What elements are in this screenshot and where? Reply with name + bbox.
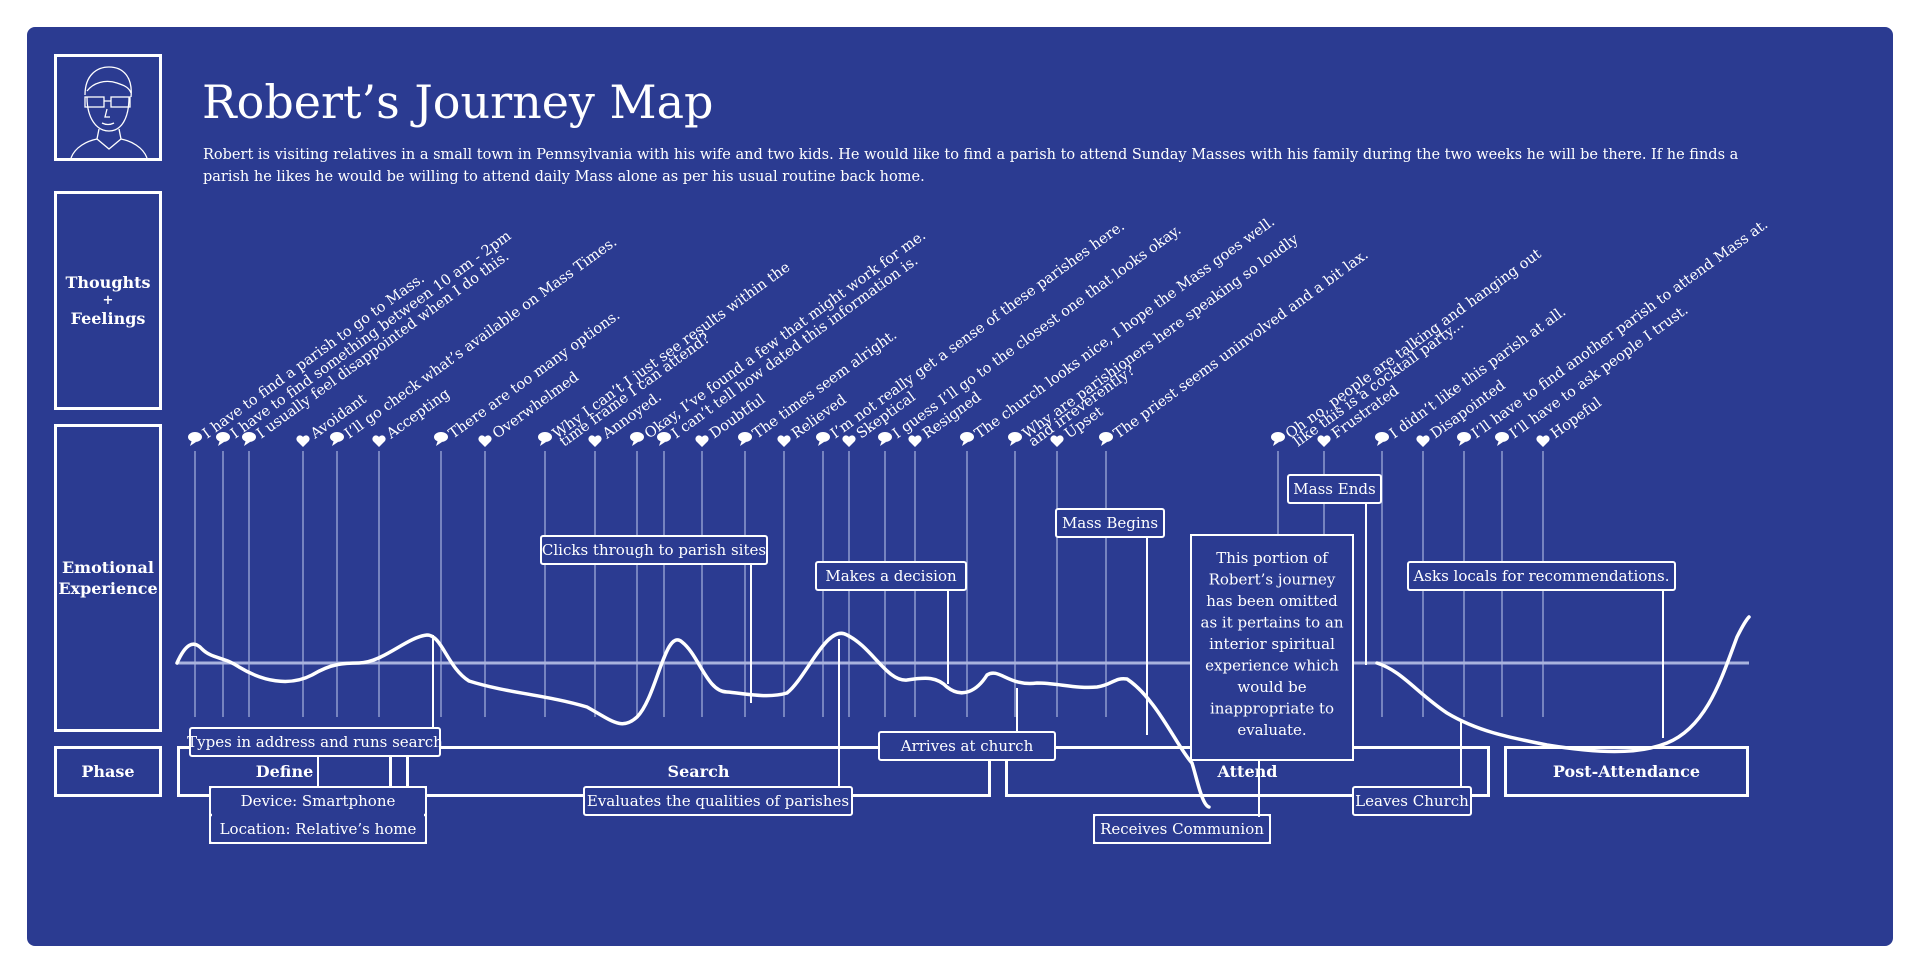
omitted-note-line: would be (1237, 678, 1306, 696)
journey-map-board: Robert’s Journey Map Robert is visiting … (27, 27, 1893, 946)
event-box-outline (1093, 814, 1271, 844)
avatar (54, 54, 162, 161)
event-label: Device: Smartphone (241, 792, 396, 810)
event-label: Mass Begins (1062, 514, 1158, 532)
speech-bubble-icon (878, 432, 892, 446)
row-header-line: Experience (58, 579, 158, 598)
page-title: Robert’s Journey Map (202, 75, 714, 129)
event-label: Types in address and runs search (187, 733, 443, 751)
phase-header-label: Phase (81, 762, 135, 781)
row-header-line: Emotional (61, 558, 154, 577)
speech-bubble-icon (630, 432, 644, 446)
event-box (1407, 561, 1676, 591)
thoughts-feelings-row-header: Thoughts + Feelings (54, 191, 162, 410)
speech-bubble-icon (1457, 432, 1471, 446)
speech-bubble-icon (242, 432, 256, 446)
event-label: Makes a decision (825, 567, 957, 585)
omitted-note-line: evaluate. (1237, 721, 1306, 739)
event-box (1287, 474, 1382, 504)
speech-bubble-icon (188, 432, 202, 446)
speech-bubble-icon (657, 432, 671, 446)
omitted-note-line: interior spiritual (1209, 635, 1335, 653)
thought-label: I’ll have to find another parish to atte… (1469, 217, 1771, 443)
device-location-box (209, 786, 427, 844)
person-portrait-icon (70, 66, 148, 159)
speech-bubble-icon (960, 432, 974, 446)
emotion-curve-after (1375, 615, 1751, 754)
heart-icon (1050, 435, 1064, 447)
omitted-note-line: has been omitted (1206, 592, 1338, 610)
event-box (189, 727, 441, 757)
heart-icon (777, 435, 791, 447)
emotion-curve (175, 631, 1211, 809)
omitted-note-line: as it pertains to an (1201, 614, 1344, 632)
speech-bubble-icon (738, 432, 752, 446)
event-label: Location: Relative’s home (220, 820, 417, 838)
heart-icon (296, 435, 310, 447)
row-header-line: Feelings (70, 309, 146, 328)
heart-icon (372, 435, 386, 447)
phase-row-header: Phase (54, 746, 162, 797)
heart-icon (588, 435, 602, 447)
heart-icon (1317, 435, 1331, 447)
omitted-note-line: experience which (1205, 657, 1339, 675)
event-label: Leaves Church (1355, 792, 1469, 810)
emotional-experience-row-header: Emotional Experience (54, 424, 162, 732)
heart-icon (908, 435, 922, 447)
speech-bubble-icon (1099, 432, 1113, 446)
speech-bubble-icon (1375, 432, 1389, 446)
row-header-line: + (102, 293, 114, 308)
speech-bubble-icon (330, 432, 344, 446)
phase-label: Post-Attendance (1552, 762, 1701, 781)
event-box (1352, 786, 1472, 816)
speech-bubble-icon (538, 432, 552, 446)
event-box (540, 535, 768, 565)
omitted-note-line: Robert’s journey (1209, 571, 1336, 589)
speech-bubble-icon (1271, 432, 1285, 446)
event-label: Arrives at church (900, 737, 1034, 755)
phase-label: Search (667, 762, 730, 781)
heart-icon (1536, 435, 1550, 447)
event-label: Receives Communion (1100, 820, 1264, 838)
event-label: Clicks through to parish sites (542, 541, 766, 559)
heart-icon (1416, 435, 1430, 447)
emotional-curve-chart: I have to find a parish to go to Mass.I … (175, 214, 1771, 844)
thought-label: I have to find a parish to go to Mass. (200, 271, 428, 443)
event-label: Evaluates the qualities of parishes (587, 792, 849, 810)
heart-icon (842, 435, 856, 447)
event-box (583, 786, 853, 816)
speech-bubble-icon (216, 432, 230, 446)
phase-label: Attend (1217, 762, 1278, 781)
journey-description: Robert is visiting relatives in a small … (203, 147, 1739, 185)
speech-bubble-icon (434, 432, 448, 446)
omitted-note-box (1190, 534, 1354, 761)
event-box (878, 731, 1056, 761)
omitted-note-line: This portion of (1216, 549, 1329, 567)
event-label: Asks locals for recommendations. (1412, 567, 1669, 585)
speech-bubble-icon (816, 432, 830, 446)
phase-post-attendance: Post-Attendance (1504, 746, 1749, 797)
speech-bubble-icon (1495, 432, 1509, 446)
event-box (1055, 508, 1165, 538)
thought-label: The church looks nice, I hope the Mass g… (972, 214, 1278, 442)
omitted-note-line: inappropriate to (1210, 700, 1334, 718)
event-label: Mass Ends (1293, 480, 1375, 498)
speech-bubble-icon (1008, 432, 1022, 446)
heart-icon (695, 435, 709, 447)
heart-icon (478, 435, 492, 447)
row-header-line: Thoughts (65, 273, 151, 292)
event-box (815, 561, 967, 591)
phase-label: Define (255, 762, 314, 781)
